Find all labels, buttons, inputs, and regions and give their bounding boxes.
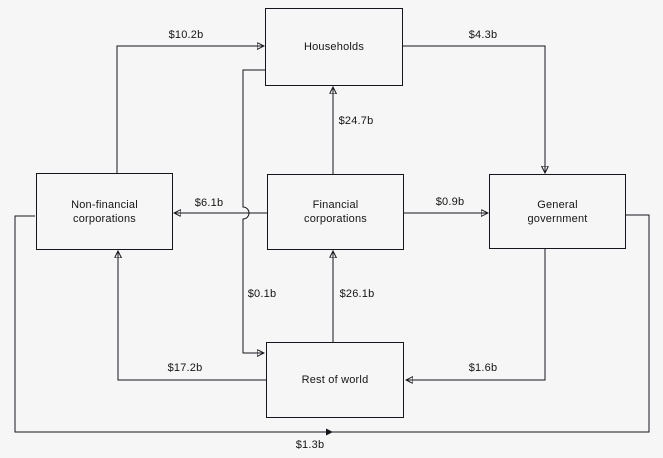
node-general-government-label: General government [527,198,588,225]
flow-line-government-to-restofworld [406,249,546,380]
node-financial-corporations: Financial corporations [267,174,404,250]
flow-line-households-to-restofworld [242,69,265,353]
flow-value-households-to-government: $4.3b [468,29,498,41]
node-rest-of-world: Rest of world [266,342,404,418]
flow-value-households-to-restofworld: $0.1b [247,288,277,300]
flow-line-restofworld-to-nonfinancial [118,251,266,381]
flow-value-financial-to-households: $24.7b [338,115,374,127]
flow-line-nonfinancial-to-households [116,46,264,173]
node-households: Households [265,8,403,86]
flow-value-government-to-restofworld: $1.6b [468,362,498,374]
node-households-label: Households [303,41,365,53]
node-financial-corporations-label: Financial corporations [304,199,367,225]
flow-direction-arrowhead [326,428,333,436]
flow-value-restofworld-to-nonfinancial: $17.2b [167,362,203,374]
flow-value-financial-to-nonfinancial: $6.1b [194,197,224,209]
flow-value-restofworld-to-financial: $26.1b [339,288,375,300]
node-general-government: General government [489,174,626,249]
flow-value-nonfinancial-to-households: $10.2b [168,29,204,41]
flow-value-nonfinancial-to-government: $1.3b [295,439,325,451]
flow-value-financial-to-government: $0.9b [435,196,465,208]
node-non-financial-corporations-label: Non-financial corporations [71,198,138,225]
node-rest-of-world-label: Rest of world [301,374,369,386]
flow-line-households-to-government [403,45,545,173]
node-non-financial-corporations: Non-financial corporations [36,173,173,250]
